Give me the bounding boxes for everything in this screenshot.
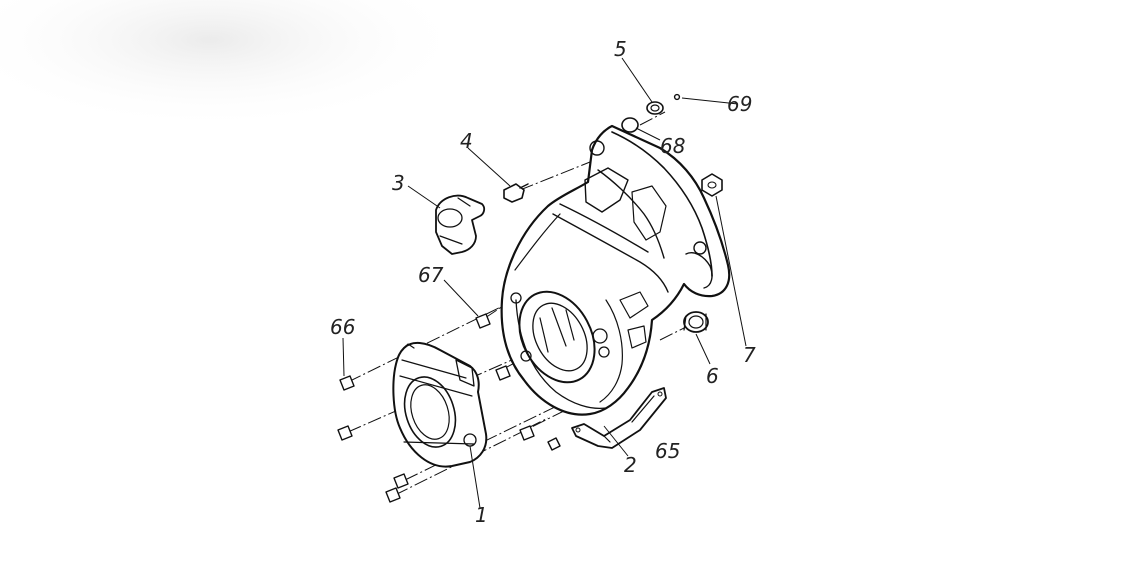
label-6: 6 xyxy=(706,364,719,388)
clip-fitting xyxy=(435,194,486,255)
background-smudge xyxy=(0,0,470,130)
fan-housing xyxy=(500,124,731,416)
screw-69 xyxy=(673,93,681,101)
part-labels: 5 69 68 4 3 67 66 7 6 65 2 1 xyxy=(330,37,756,527)
nut-7 xyxy=(701,173,723,197)
label-4: 4 xyxy=(460,129,473,153)
label-66: 66 xyxy=(330,315,355,339)
label-67: 67 xyxy=(418,263,444,287)
label-65: 65 xyxy=(655,439,680,463)
starter-cover xyxy=(392,342,488,468)
label-2: 2 xyxy=(624,453,637,477)
plug-6 xyxy=(683,311,709,333)
leader-lines xyxy=(342,57,747,509)
washer-68 xyxy=(621,117,639,133)
label-1: 1 xyxy=(475,503,488,527)
bolt-4 xyxy=(503,183,529,203)
label-7: 7 xyxy=(743,343,756,367)
label-68: 68 xyxy=(660,134,685,158)
screws xyxy=(337,313,561,503)
label-3: 3 xyxy=(392,171,405,195)
grommet-5 xyxy=(646,101,664,115)
label-69: 69 xyxy=(727,92,752,116)
lower-bracket xyxy=(571,387,667,449)
label-5: 5 xyxy=(614,37,627,61)
